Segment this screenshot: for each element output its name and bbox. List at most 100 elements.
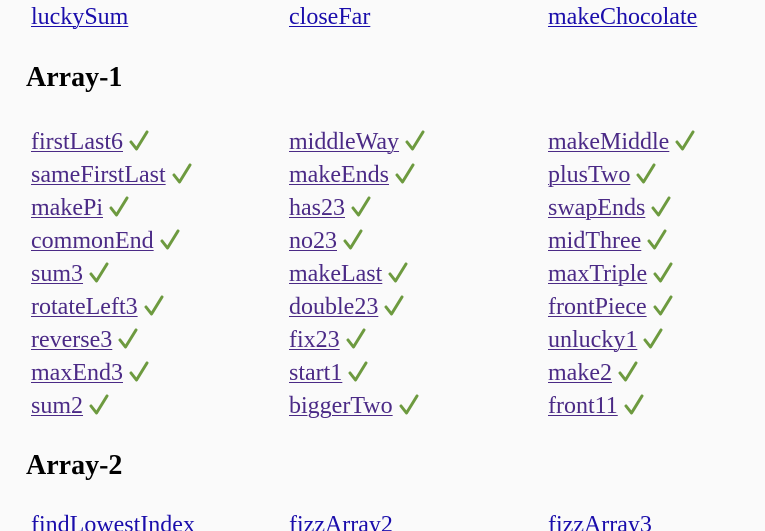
problem-cell: unlucky1 <box>548 324 663 357</box>
section-grid-array-2: findLowestIndex fizzArray2 fizzArray3 <box>31 509 761 531</box>
problem-link-makePi[interactable]: makePi <box>31 195 103 221</box>
problem-link-middleWay[interactable]: middleWay <box>289 129 400 155</box>
checkmark-icon <box>399 394 419 416</box>
problem-link-luckySum[interactable]: luckySum <box>31 4 129 30</box>
problem-link-plusTwo[interactable]: plusTwo <box>548 162 631 188</box>
checkmark-icon <box>643 328 663 350</box>
problem-cell: findLowestIndex <box>31 509 195 531</box>
problem-cell: makeMiddle <box>548 126 695 159</box>
checkmark-icon <box>89 394 109 416</box>
problem-link-biggerTwo[interactable]: biggerTwo <box>289 393 393 419</box>
checkmark-icon <box>624 394 644 416</box>
problem-link-findLowestIndex[interactable]: findLowestIndex <box>31 512 195 531</box>
problem-link-make2[interactable]: make2 <box>548 360 612 386</box>
checkmark-icon <box>395 163 415 185</box>
problem-link-unlucky1[interactable]: unlucky1 <box>548 327 638 353</box>
problem-link-maxTriple[interactable]: maxTriple <box>548 261 648 287</box>
checkmark-icon <box>405 130 425 152</box>
problem-cell: maxTriple <box>548 258 673 291</box>
problem-link-frontPiece[interactable]: frontPiece <box>548 294 647 320</box>
problem-cell: double23 <box>289 291 404 324</box>
problem-cell: fizzArray3 <box>548 509 652 531</box>
checkmark-icon <box>129 130 149 152</box>
problem-cell: commonEnd <box>31 225 180 258</box>
problem-cell: makeChocolate <box>548 1 697 34</box>
checkmark-icon <box>653 295 673 317</box>
link-row: luckySum closeFar makeChocolate <box>31 1 761 34</box>
problem-link-has23[interactable]: has23 <box>289 195 345 221</box>
checkmark-icon <box>636 163 656 185</box>
checkmark-icon <box>384 295 404 317</box>
problem-link-closeFar[interactable]: closeFar <box>289 4 371 30</box>
section-title-array-1: Array-1 <box>26 62 123 93</box>
problem-link-sum3[interactable]: sum3 <box>31 261 84 287</box>
problem-link-no23[interactable]: no23 <box>289 228 337 254</box>
link-row: firstLast6 middleWay makeMiddle <box>31 126 761 159</box>
problem-cell: closeFar <box>289 1 370 34</box>
problem-cell: no23 <box>289 225 363 258</box>
problem-cell: fizzArray2 <box>289 509 393 531</box>
problem-cell: reverse3 <box>31 324 138 357</box>
problem-link-makeEnds[interactable]: makeEnds <box>289 162 389 188</box>
checkmark-icon <box>109 196 129 218</box>
link-row: rotateLeft3 double23 frontPiece <box>31 291 761 324</box>
problem-cell: makeLast <box>289 258 408 291</box>
problem-link-sameFirstLast[interactable]: sameFirstLast <box>31 162 166 188</box>
problem-link-reverse3[interactable]: reverse3 <box>31 327 113 353</box>
section-grid-array-1: firstLast6 middleWay makeMiddle sameFirstLa… <box>31 126 761 423</box>
problem-link-makeMiddle[interactable]: makeMiddle <box>548 129 670 155</box>
link-row: reverse3 fix23 unlucky1 <box>31 324 761 357</box>
problem-link-fix23[interactable]: fix23 <box>289 327 340 353</box>
link-row: makePi has23 swapEnds <box>31 192 761 225</box>
checkmark-icon <box>129 361 149 383</box>
problem-cell: middleWay <box>289 126 425 159</box>
link-row: sum2 biggerTwo front11 <box>31 390 761 423</box>
problem-cell: has23 <box>289 192 371 225</box>
problem-cell: sum3 <box>31 258 109 291</box>
checkmark-icon <box>160 229 180 251</box>
problem-link-double23[interactable]: double23 <box>289 294 379 320</box>
checkmark-icon <box>346 328 366 350</box>
problem-cell: biggerTwo <box>289 390 419 423</box>
checkmark-icon <box>89 262 109 284</box>
problem-cell: midThree <box>548 225 667 258</box>
problem-link-front11[interactable]: front11 <box>548 393 618 419</box>
link-row: sum3 makeLast maxTriple <box>31 258 761 291</box>
checkmark-icon <box>348 361 368 383</box>
checkmark-icon <box>144 295 164 317</box>
problem-link-fizzArray2[interactable]: fizzArray2 <box>289 512 393 531</box>
checkmark-icon <box>651 196 671 218</box>
problem-cell: makePi <box>31 192 129 225</box>
problem-cell: start1 <box>289 357 368 390</box>
problem-cell: make2 <box>548 357 638 390</box>
link-row: commonEnd no23 midThree <box>31 225 761 258</box>
link-row: findLowestIndex fizzArray2 fizzArray3 <box>31 509 761 531</box>
checkmark-icon <box>653 262 673 284</box>
problem-link-firstLast6[interactable]: firstLast6 <box>31 129 123 155</box>
problem-cell: plusTwo <box>548 159 656 192</box>
checkmark-icon <box>172 163 192 185</box>
problem-link-commonEnd[interactable]: commonEnd <box>31 228 154 254</box>
problem-cell: front11 <box>548 390 644 423</box>
problem-cell: maxEnd3 <box>31 357 149 390</box>
previous-section-last-row: luckySum closeFar makeChocolate <box>31 1 761 34</box>
checkmark-icon <box>647 229 667 251</box>
problem-cell: swapEnds <box>548 192 671 225</box>
problem-link-rotateLeft3[interactable]: rotateLeft3 <box>31 294 138 320</box>
problem-link-makeChocolate[interactable]: makeChocolate <box>548 4 698 30</box>
problem-link-maxEnd3[interactable]: maxEnd3 <box>31 360 123 386</box>
problem-cell: luckySum <box>31 1 128 34</box>
section-title-array-2: Array-2 <box>26 450 123 481</box>
problem-link-sum2[interactable]: sum2 <box>31 393 84 419</box>
problem-link-fizzArray3[interactable]: fizzArray3 <box>548 512 652 531</box>
problem-cell: sameFirstLast <box>31 159 192 192</box>
problem-cell: makeEnds <box>289 159 415 192</box>
problem-cell: frontPiece <box>548 291 673 324</box>
problem-link-midThree[interactable]: midThree <box>548 228 642 254</box>
problem-link-start1[interactable]: start1 <box>289 360 343 386</box>
problem-link-makeLast[interactable]: makeLast <box>289 261 383 287</box>
checkmark-icon <box>388 262 408 284</box>
link-row: maxEnd3 start1 make2 <box>31 357 761 390</box>
problem-link-swapEnds[interactable]: swapEnds <box>548 195 646 221</box>
